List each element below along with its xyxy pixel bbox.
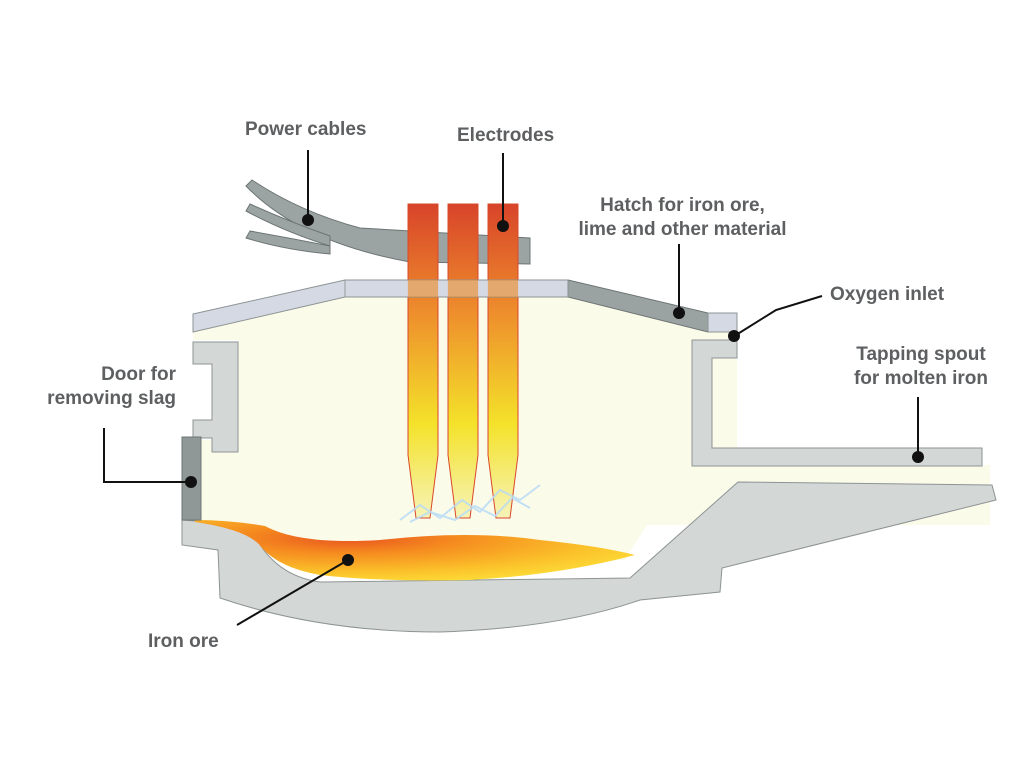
- right-wall-tapping-spout: [691, 339, 983, 467]
- power-cable-3: [245, 230, 331, 255]
- leader-lines: [103, 150, 919, 626]
- molten-iron-pool: [195, 520, 635, 581]
- oxygen-inlet: [707, 312, 738, 333]
- label-hatch: Hatch for iron ore, lime and other mater…: [560, 194, 805, 242]
- label-hatch-line2: lime and other material: [578, 219, 787, 240]
- label-tapping-line2: for molten iron: [853, 368, 989, 389]
- label-iron-ore: Iron ore: [148, 631, 219, 652]
- leader-dots: [185, 214, 924, 566]
- electrode-right-through-roof: [488, 280, 518, 297]
- electrode-left-through-roof: [408, 280, 438, 297]
- label-tapping-spout: Tapping spout for molten iron: [838, 343, 1004, 391]
- left-wall: [192, 341, 239, 453]
- label-hatch-line1: Hatch for iron ore,: [600, 195, 765, 216]
- label-power-cables: Power cables: [245, 119, 367, 140]
- electrode-right: [487, 203, 519, 519]
- power-cable-2: [245, 203, 331, 247]
- furnace-base-shell: [181, 481, 997, 633]
- electric-arc: [399, 484, 541, 523]
- label-oxygen-inlet: Oxygen inlet: [830, 284, 945, 305]
- electrode-left: [407, 203, 439, 519]
- label-door-line2: removing slag: [47, 388, 176, 409]
- label-slag-door: Door for removing slag: [20, 363, 176, 411]
- electrode-middle-through-roof: [448, 280, 478, 297]
- label-door-line1: Door for: [101, 364, 176, 385]
- electrode-middle: [447, 203, 479, 519]
- label-electrodes: Electrodes: [457, 125, 555, 146]
- label-tapping-line1: Tapping spout: [856, 344, 986, 365]
